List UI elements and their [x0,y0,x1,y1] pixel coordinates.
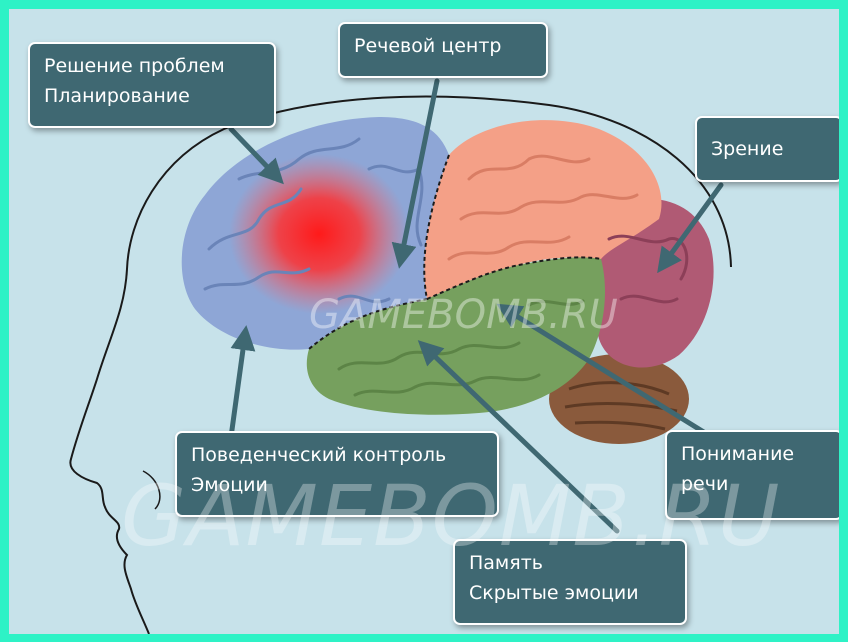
label-understanding: Понимание речи [665,430,839,520]
label-vision: Зрение [695,116,839,182]
label-memory: Память Скрытые эмоции [453,539,687,625]
arrow-behavior [231,335,245,437]
ear-line [143,471,160,509]
label-speech-center: Речевой центр [338,22,548,78]
label-memory-line1: Память [469,548,671,578]
label-problem-solving: Решение проблем Планирование [28,42,276,128]
label-speech-center-line1: Речевой центр [354,31,532,61]
label-vision-line1: Зрение [711,125,827,173]
label-behavior-line1: Поведенческий контроль [191,440,483,470]
label-problem-solving-line2: Планирование [44,81,260,111]
label-understanding-line1: Понимание [681,439,827,469]
label-behavior-line2: Эмоции [191,470,483,500]
diagram-frame: GAMEBOMB.RU Решение проблем Планирование… [9,9,839,634]
label-understanding-line2: речи [681,469,827,499]
label-memory-line2: Скрытые эмоции [469,578,671,608]
label-behavior: Поведенческий контроль Эмоции [175,431,499,517]
planning-highlight [229,154,409,314]
label-problem-solving-line1: Решение проблем [44,51,260,81]
